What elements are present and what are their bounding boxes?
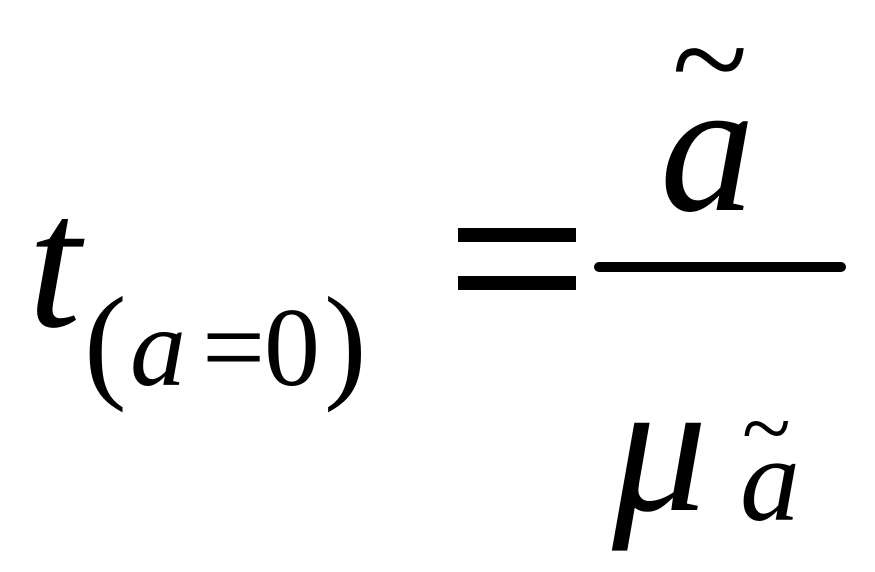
- lhs-subscript-paren-close: ): [324, 271, 367, 413]
- numerator-symbol: a: [660, 42, 755, 252]
- lhs-subscript-paren-open: (: [84, 271, 127, 413]
- lhs-subscript-value: 0: [264, 286, 320, 410]
- lhs-subscript-relation: =: [202, 286, 266, 410]
- fraction-bar: [594, 262, 846, 272]
- numerator-tilde-accent: ~: [672, 0, 748, 137]
- denominator-symbol: μ: [612, 342, 708, 552]
- equals-sign-top-bar: [458, 228, 576, 242]
- denominator-subscript-tilde-accent: ~: [742, 379, 791, 478]
- equals-sign-bottom-bar: [458, 276, 576, 290]
- lhs-subscript-variable: a: [130, 286, 186, 410]
- denominator-subscript: a: [740, 413, 800, 546]
- lhs-main-symbol: t: [28, 158, 81, 368]
